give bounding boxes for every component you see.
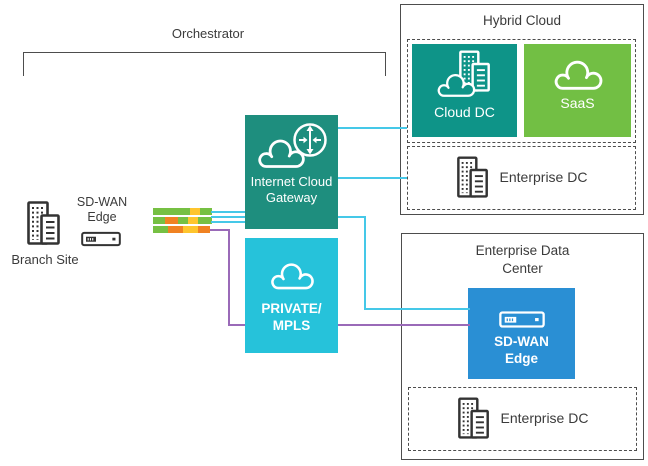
internet-link-line-2 bbox=[211, 216, 246, 218]
hybrid-cloud-box: Hybrid Cloud Cloud DC SaaS Enterprise DC bbox=[400, 4, 644, 215]
internet-cloud-gateway-node: Internet Cloud Gateway bbox=[245, 115, 338, 229]
gateway-to-cloud-dc-line bbox=[337, 127, 407, 129]
cloud-dc-node: Cloud DC bbox=[412, 44, 517, 137]
enterprise-data-center-title: Enterprise Data Center bbox=[475, 243, 570, 276]
internet-cloud-gateway-label: Internet Cloud Gateway bbox=[250, 174, 333, 206]
private-mpls-label-line1: PRIVATE/ bbox=[261, 301, 322, 316]
saas-node: SaaS bbox=[524, 44, 631, 137]
mpls-link-line-h2 bbox=[228, 324, 247, 326]
enterprise-dc-label: Enterprise DC bbox=[500, 410, 589, 427]
wan-link-bar-2 bbox=[153, 217, 212, 224]
branch-building-icon bbox=[26, 201, 62, 247]
cloud-dc-icon bbox=[437, 50, 490, 97]
enterprise-data-center-box: Enterprise Data Center SD-WAN Edge Enter… bbox=[401, 233, 644, 460]
wan-link-bar-3 bbox=[153, 226, 212, 233]
enterprise-dc-label: Enterprise DC bbox=[499, 169, 588, 186]
branch-sdwan-appliance-icon bbox=[81, 231, 121, 247]
gateway-to-edge-line-v bbox=[364, 216, 366, 310]
cloud-gateway-icon bbox=[257, 123, 327, 168]
private-mpls-label-line2: MPLS bbox=[272, 317, 311, 333]
wan-link-stripes bbox=[153, 208, 212, 235]
edc-sdwan-appliance-icon bbox=[499, 311, 545, 328]
internet-link-line-3 bbox=[211, 221, 246, 223]
gateway-to-edge-line-h1 bbox=[337, 216, 366, 218]
gateway-to-enterprise-dc-line bbox=[337, 177, 407, 179]
cloud-dc-label: Cloud DC bbox=[434, 104, 495, 120]
orchestrator-label: Orchestrator bbox=[171, 26, 245, 41]
saas-label: SaaS bbox=[560, 95, 595, 111]
wan-link-bar-1 bbox=[153, 208, 212, 215]
hybrid-cloud-title: Hybrid Cloud bbox=[482, 13, 562, 28]
private-mpls-node: PRIVATE/ MPLS bbox=[245, 238, 338, 353]
saas-cloud-icon bbox=[554, 60, 602, 90]
mpls-cloud-icon bbox=[270, 263, 314, 290]
internet-link-line-1 bbox=[211, 211, 246, 213]
edc-sdwan-edge-node: SD-WAN Edge bbox=[468, 288, 575, 379]
edc-sdwan-edge-label: SD-WAN Edge bbox=[494, 334, 549, 366]
hybrid-cloud-services-zone: Cloud DC SaaS bbox=[407, 39, 636, 143]
mpls-link-line-v bbox=[228, 229, 230, 326]
gateway-to-edge-line-h2 bbox=[364, 308, 470, 310]
enterprise-dc-building-icon bbox=[456, 156, 490, 200]
mpls-to-edge-line bbox=[336, 324, 470, 326]
hybrid-enterprise-dc-zone: Enterprise DC bbox=[407, 146, 636, 210]
branch-sdwan-edge-label: SD-WAN Edge bbox=[76, 195, 128, 224]
enterprise-dc-building-icon bbox=[457, 397, 491, 441]
edc-enterprise-dc-zone: Enterprise DC bbox=[408, 387, 637, 451]
mpls-link-line-h1 bbox=[210, 229, 230, 231]
orchestrator-bracket bbox=[23, 52, 386, 76]
branch-site-label: Branch Site bbox=[11, 252, 79, 267]
